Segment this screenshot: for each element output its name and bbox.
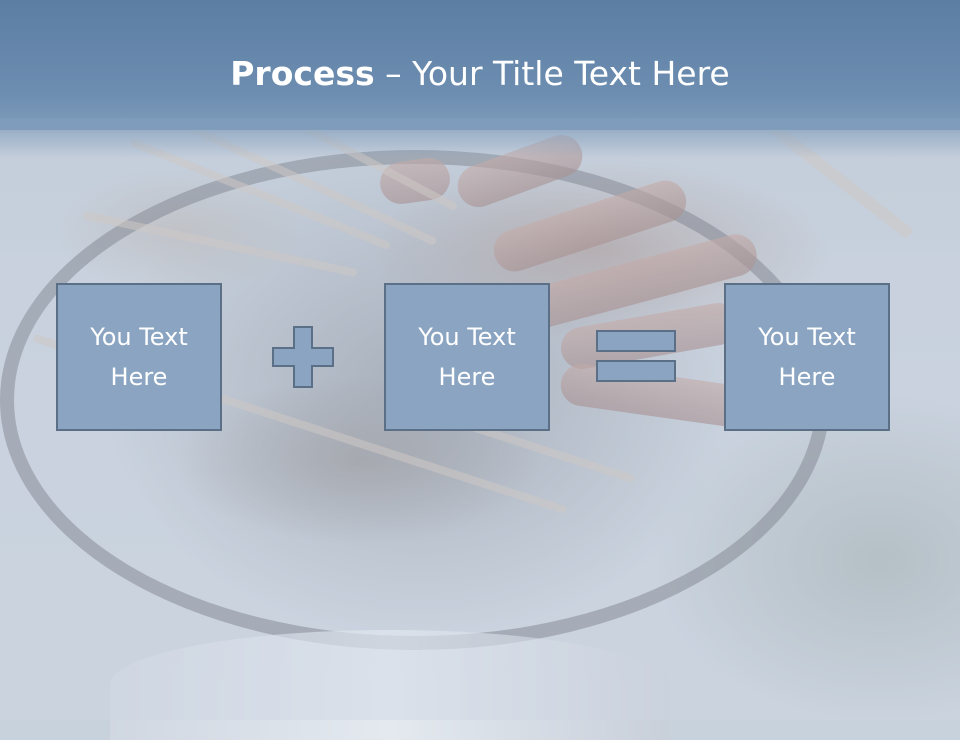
title-rest: – Your Title Text Here — [374, 54, 730, 93]
process-box-1[interactable]: You Text Here — [56, 283, 222, 431]
process-box-3[interactable]: You Text Here — [724, 283, 890, 431]
process-box-2-text: You Text Here — [418, 323, 516, 391]
process-box-3-text: You Text Here — [758, 323, 856, 391]
plus-icon — [272, 326, 334, 388]
process-box-2[interactable]: You Text Here — [384, 283, 550, 431]
equals-icon — [596, 330, 676, 382]
slide-title: Process – Your Title Text Here — [0, 52, 960, 96]
title-band-fade — [0, 118, 960, 158]
title-band — [0, 0, 960, 130]
title-bold: Process — [230, 54, 375, 93]
process-box-1-text: You Text Here — [90, 323, 188, 391]
